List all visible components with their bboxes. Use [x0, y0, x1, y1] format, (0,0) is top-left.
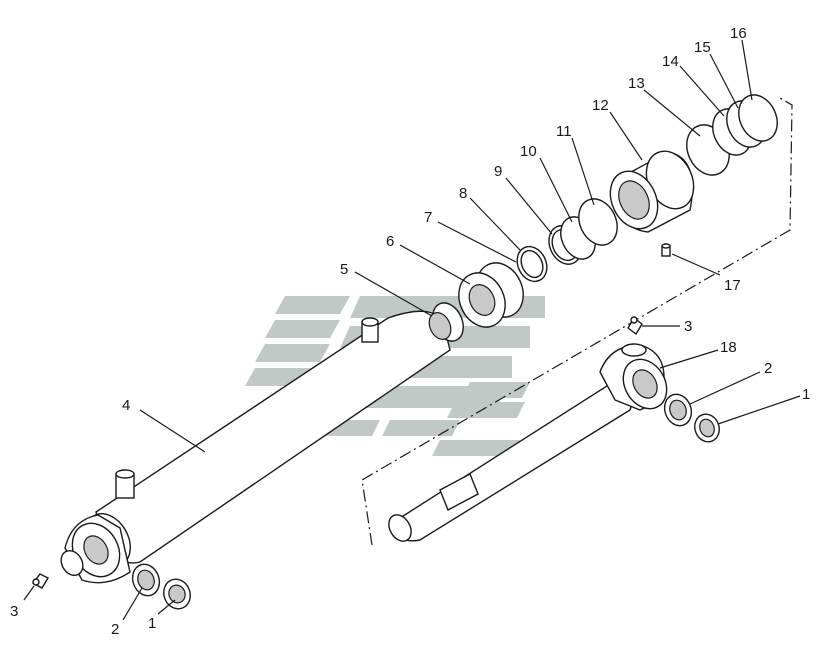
part-6-piston-collar [458, 262, 524, 328]
callout-4: 4 [122, 397, 130, 414]
part-5-bushing [428, 302, 464, 342]
callout-6: 6 [386, 233, 394, 250]
part-7-ring [516, 245, 548, 283]
grease-fitting-left [31, 573, 49, 589]
cylinder-barrel [60, 310, 451, 584]
bushing-2-right [663, 393, 693, 427]
assembly-axis [361, 97, 793, 546]
callout-3-right: 3 [684, 318, 692, 335]
bushing-1-left [163, 578, 191, 610]
leader-lines [23, 39, 801, 621]
callout-1-right: 1 [802, 386, 810, 403]
bushing-1-right [694, 413, 720, 443]
callout-16: 16 [730, 25, 747, 42]
callout-15: 15 [694, 39, 711, 56]
callout-5: 5 [340, 261, 348, 278]
callout-8: 8 [459, 185, 467, 202]
part-17-plug [661, 243, 671, 257]
grease-fitting-right [627, 316, 643, 336]
callout-11: 11 [556, 123, 572, 140]
part-16-ring [738, 94, 778, 142]
callout-14: 14 [662, 53, 679, 70]
callout-10: 10 [520, 143, 537, 160]
piston-rod [388, 343, 668, 542]
callout-7: 7 [424, 209, 432, 226]
callout-3-left: 3 [10, 603, 18, 620]
part-11-ring [578, 198, 618, 246]
callout-1-left: 1 [148, 615, 156, 632]
callout-18: 18 [720, 339, 737, 356]
callout-9: 9 [494, 163, 502, 180]
part-12-piston [609, 150, 695, 233]
bushing-2-left [131, 563, 161, 597]
callout-13: 13 [628, 75, 645, 92]
callout-2-left: 2 [111, 621, 119, 638]
callout-labels: 1 2 3 4 5 6 7 8 9 10 11 12 13 14 15 16 1… [10, 25, 810, 638]
callout-17: 17 [724, 277, 741, 294]
callout-2-right: 2 [764, 360, 772, 377]
callout-12: 12 [592, 97, 609, 114]
